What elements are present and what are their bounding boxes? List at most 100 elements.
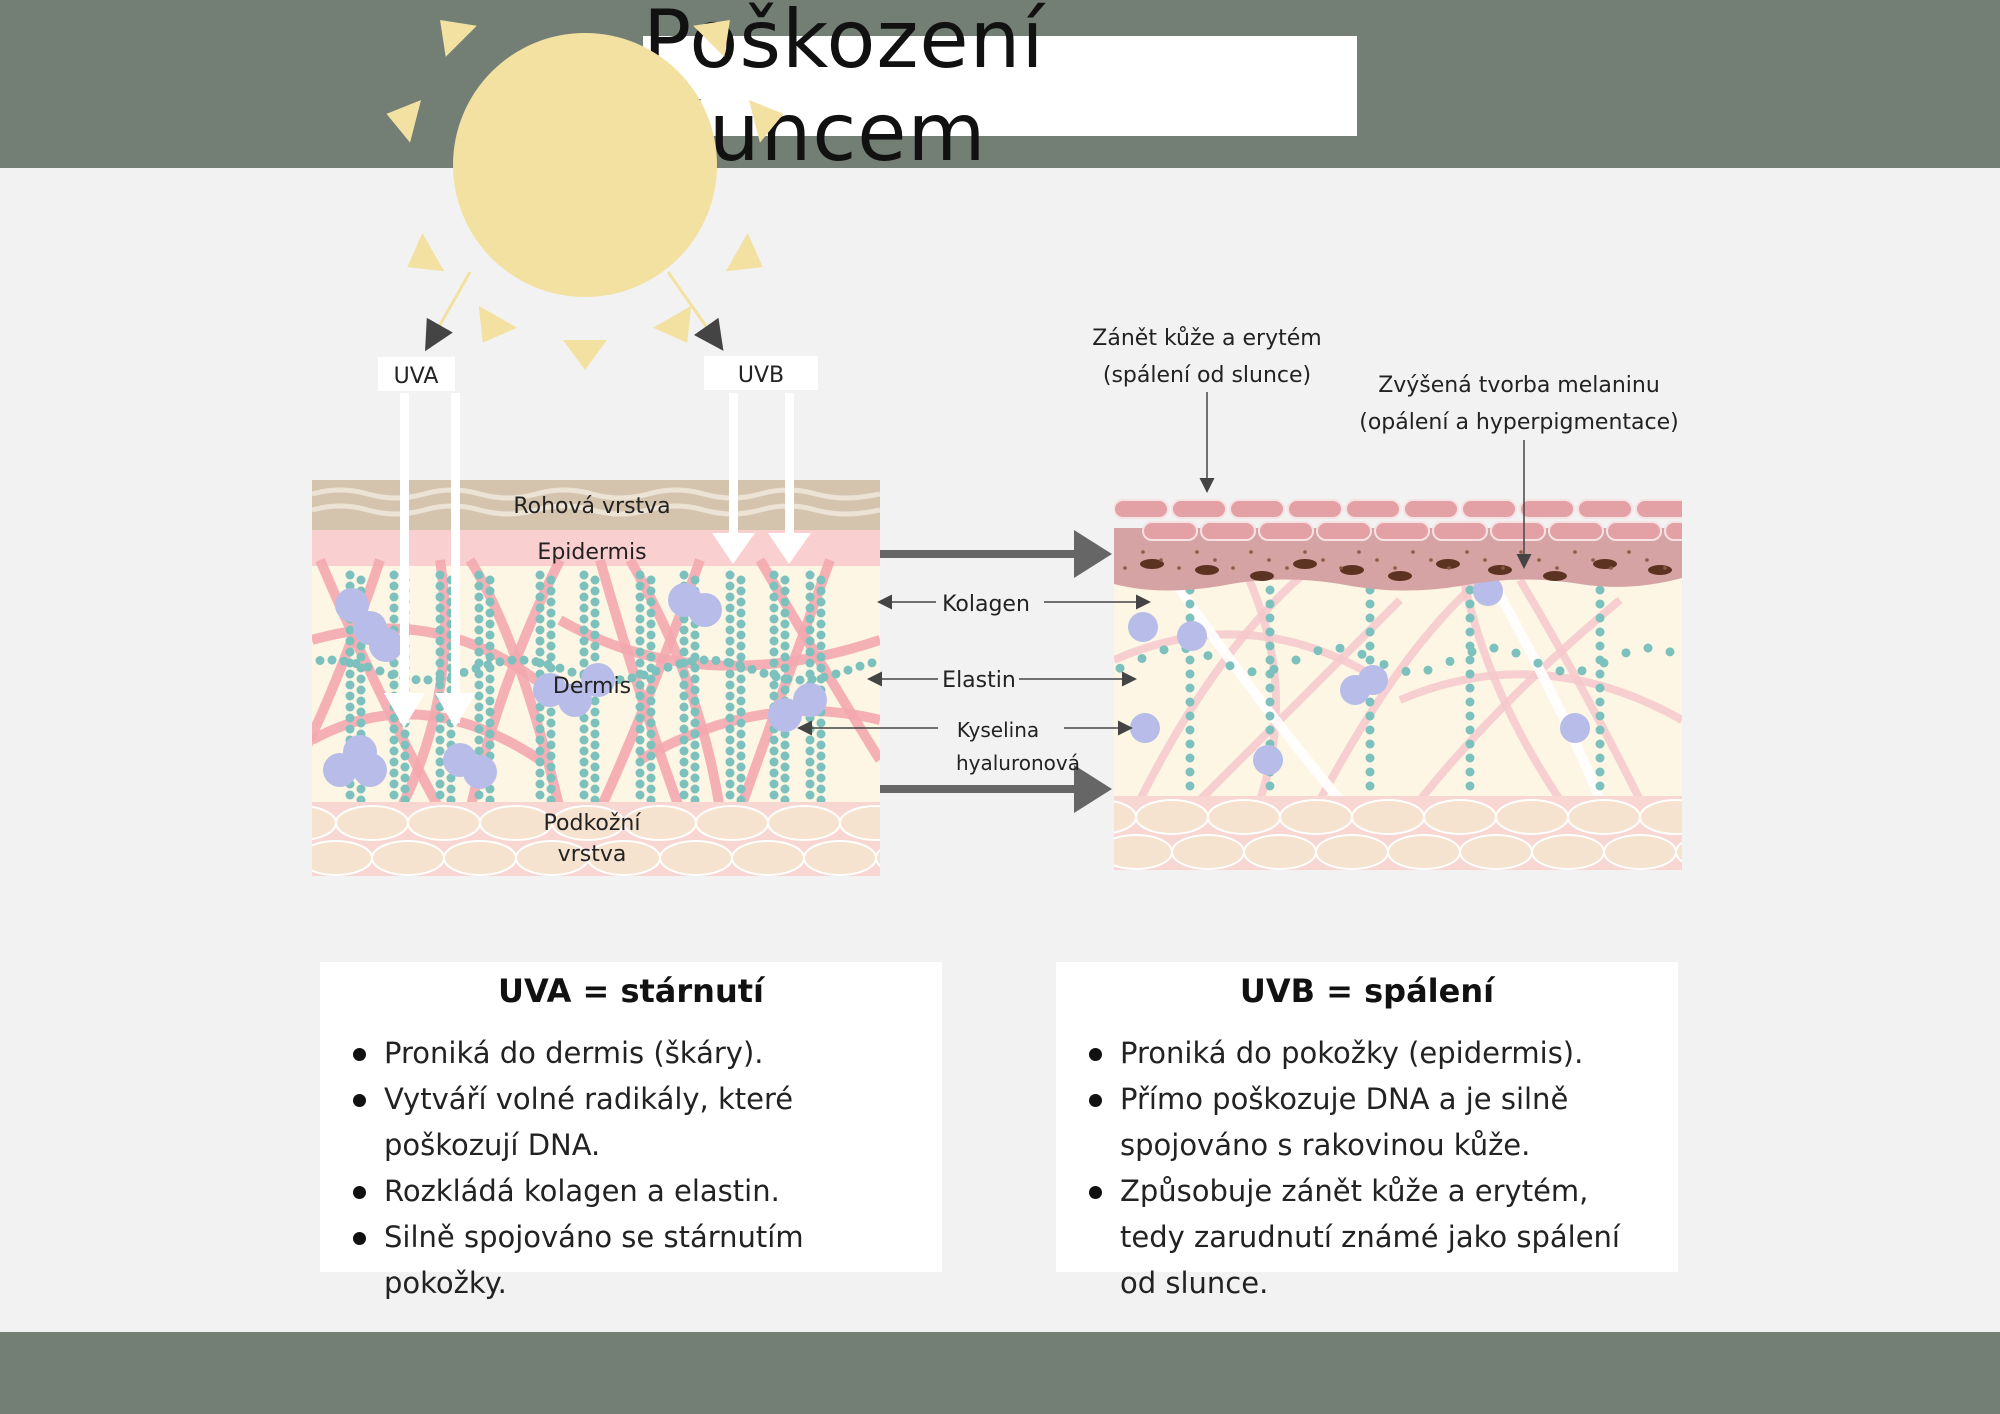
inflamed-cell <box>1490 521 1546 541</box>
elastin-dot <box>543 659 553 669</box>
elastin-dot <box>389 735 399 745</box>
elastin-dot <box>485 718 495 728</box>
elastin-dot <box>816 652 826 662</box>
sun-ray <box>407 233 445 272</box>
fat-cell <box>695 805 769 841</box>
uva-card-list: Proniká do dermis (škáry). Vytváří volné… <box>350 1030 912 1306</box>
label-erythema-line1: Zánět kůže a erytém <box>1092 326 1321 351</box>
elastin-dot <box>345 669 355 679</box>
elastin-dot <box>495 657 505 667</box>
melanin-speck <box>1537 558 1541 562</box>
elastin-dot <box>1595 613 1605 623</box>
elastin-dot <box>485 740 495 750</box>
elastin-dot <box>535 636 545 646</box>
elastin-dot <box>736 641 746 651</box>
elastin-dot <box>1379 659 1389 669</box>
elastin-dot <box>723 657 733 667</box>
melanin-granule <box>1388 571 1412 581</box>
elastin-dot <box>474 592 484 602</box>
elastin-dot <box>690 641 700 651</box>
elastin-dot <box>1595 585 1605 595</box>
list-item: Silně spojováno se stárnutím pokožky. <box>353 1214 912 1306</box>
elastin-dot <box>579 735 589 745</box>
elastin-dot <box>805 658 815 668</box>
elastin-dot <box>816 608 826 618</box>
fat-cell <box>1135 799 1209 835</box>
melanin-granule <box>1436 559 1460 569</box>
melanin-speck <box>1447 566 1451 570</box>
elastin-dot <box>1511 648 1521 658</box>
sun-ray <box>386 100 422 143</box>
elastin-dot <box>1137 653 1147 663</box>
elastin-dot <box>535 614 545 624</box>
melanin-granule <box>1250 571 1274 581</box>
elastin-dot <box>735 661 745 671</box>
fat-cell <box>371 840 445 876</box>
elastin-dot <box>639 670 649 680</box>
elastin-dot <box>375 666 385 676</box>
elastin-dot <box>780 773 790 783</box>
elastin-dot <box>736 762 746 772</box>
elastin-dot <box>389 724 399 734</box>
elastin-dot <box>679 570 689 580</box>
elastin-dot <box>531 657 541 667</box>
elastin-dot <box>590 619 600 629</box>
elastin-dot <box>635 768 645 778</box>
elastin-dot <box>1265 711 1275 721</box>
elastin-dot <box>771 672 781 682</box>
elastin-dot <box>679 735 689 745</box>
inflamed-cell <box>1432 521 1488 541</box>
elastin-dot <box>783 674 793 684</box>
elastin-dot <box>1489 643 1499 653</box>
elastin-dot <box>546 729 556 739</box>
elastin-dot <box>805 647 815 657</box>
melanin-speck <box>1357 550 1361 554</box>
elastin-dot <box>389 581 399 591</box>
elastin-dot <box>435 570 445 580</box>
elastin-dot <box>1185 683 1195 693</box>
elastin-dot <box>590 762 600 772</box>
elastin-dot <box>400 751 410 761</box>
elastin-dot <box>1595 781 1605 791</box>
uva-label: UVA <box>394 364 439 389</box>
elastin-dot <box>535 581 545 591</box>
elastin-dot <box>1665 647 1675 657</box>
list-item: Proniká do dermis (škáry). <box>353 1030 912 1076</box>
elastin-dot <box>1595 683 1605 693</box>
inflamed-cell <box>1548 521 1604 541</box>
elastin-dot <box>389 603 399 613</box>
elastin-dot <box>1115 663 1125 673</box>
elastin-dot <box>315 656 325 666</box>
fat-cell <box>1639 799 1682 835</box>
melanin-speck <box>1267 558 1271 562</box>
label-elastin: Elastin <box>942 668 1016 693</box>
elastin-dot <box>769 691 779 701</box>
elastin-dot <box>816 619 826 629</box>
elastin-dot <box>579 790 589 800</box>
elastin-dot <box>1445 656 1455 666</box>
elastin-dot <box>635 614 645 624</box>
elastin-dot <box>831 669 841 679</box>
elastin-dot <box>780 751 790 761</box>
elastin-dot <box>646 674 656 684</box>
elastin-dot <box>816 729 826 739</box>
elastin-dot <box>423 675 433 685</box>
elastin-dot <box>780 586 790 596</box>
elastin-dot <box>474 680 484 690</box>
elastin-dot <box>389 790 399 800</box>
elastin-dot <box>345 790 355 800</box>
elastin-dot <box>400 729 410 739</box>
list-item: Proniká do pokožky (epidermis). <box>1089 1030 1648 1076</box>
elastin-dot <box>646 718 656 728</box>
fat-cell <box>335 805 409 841</box>
inflamed-cell <box>1694 500 1748 518</box>
elastin-dot <box>1365 739 1375 749</box>
elastin-dot <box>474 790 484 800</box>
elastin-dot <box>579 658 589 668</box>
elastin-dot <box>535 570 545 580</box>
label-hyaluronic-line2: hyaluronová <box>956 751 1080 775</box>
elastin-dot <box>1465 781 1475 791</box>
elastin-dot <box>1465 739 1475 749</box>
melanin-speck <box>1141 550 1145 554</box>
elastin-dot <box>816 718 826 728</box>
